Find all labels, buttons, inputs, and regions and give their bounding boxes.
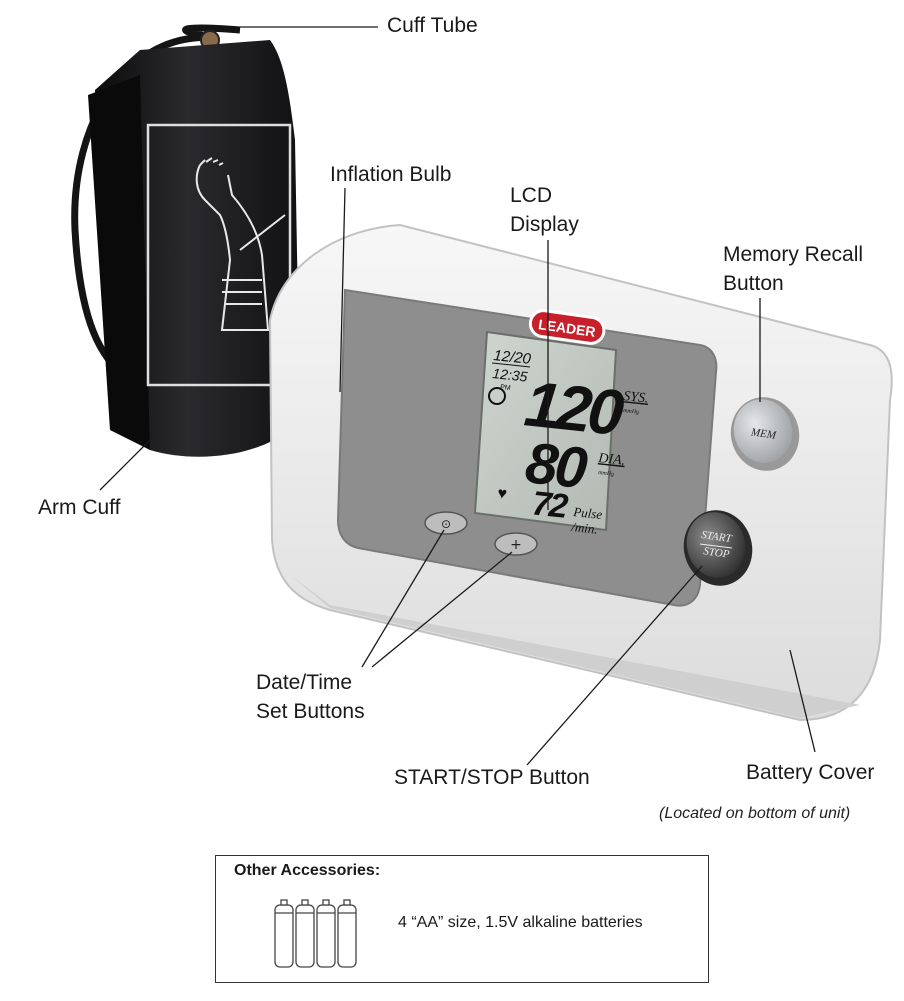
label-date-time-line2: Set Buttons [256, 700, 365, 723]
lcd-date: 12/20 [493, 347, 533, 368]
pulse-label: Pulse [572, 504, 604, 522]
plus-icon: + [510, 537, 522, 553]
plus-set-button[interactable] [494, 532, 538, 556]
leader-logo: LEADER [528, 309, 606, 345]
leader-arm-cuff [99, 439, 151, 491]
leader-battery-cover [789, 649, 816, 753]
battery-location-note: (Located on bottom of unit) [659, 805, 851, 822]
mem-button-label: MEM [749, 426, 777, 442]
leader-inflation-bulb [339, 187, 346, 393]
leader-start-stop [526, 565, 703, 766]
label-lcd-display-line2: Display [510, 213, 579, 236]
clock-set-button[interactable] [424, 511, 468, 535]
aa-battery-icon [337, 899, 357, 968]
pulse-unit: /min. [570, 519, 599, 537]
pm-indicator-icon [488, 387, 506, 405]
label-memory-recall-line1: Memory Recall [723, 243, 864, 266]
label-memory-recall-line2: Button [723, 272, 784, 295]
aa-battery-icon [295, 899, 315, 968]
aa-battery-icon [274, 899, 294, 968]
label-lcd-display-line1: LCD [510, 184, 553, 207]
arm-diagram-icon [195, 157, 286, 331]
cuff-panel [146, 123, 292, 387]
label-cuff-tube: Cuff Tube [387, 14, 478, 37]
label-inflation-bulb: Inflation Bulb [330, 163, 452, 186]
date-time-set-buttons: ⊙ + [424, 511, 538, 556]
battery-icons [274, 899, 357, 968]
label-start-stop-button: START/STOP Button [394, 766, 590, 789]
aa-battery-icon [316, 899, 336, 968]
lcd-time: 12:35 [492, 365, 529, 385]
lcd-systolic: 120 [521, 367, 626, 449]
start-label: START [701, 529, 734, 545]
heart-icon: ♥ [497, 485, 508, 503]
sys-unit: mmHg [623, 408, 640, 416]
label-battery-cover: Battery Cover [746, 761, 875, 784]
lcd-pulse: 72 [530, 484, 570, 526]
lcd-screen [473, 330, 618, 532]
dia-label: DIA. [597, 451, 626, 469]
sys-label: SYS. [623, 389, 650, 407]
other-accessories-box: Other Accessories: 4 “AA” size, 1.5V alk… [215, 855, 709, 983]
leader-date-time-1 [361, 529, 445, 668]
leader-date-time-2 [371, 551, 513, 668]
memory-recall-button[interactable]: MEM [723, 389, 808, 478]
label-date-time-line1: Date/Time [256, 671, 353, 694]
lcd-contents: 12/20 12:35 PM 120 80 ♥ 72 [488, 347, 627, 526]
label-arm-cuff: Arm Cuff [38, 496, 121, 519]
accessories-item: 4 “AA” size, 1.5V alkaline batteries [398, 914, 643, 931]
stop-label: STOP [703, 545, 731, 561]
lcd-diastolic: 80 [523, 430, 591, 501]
clock-icon: ⊙ [441, 517, 451, 531]
lcd-time-suffix: PM [500, 384, 511, 392]
dia-unit: mmHg [598, 470, 615, 478]
brand-text: LEADER [537, 316, 596, 340]
leader-lines [99, 26, 816, 766]
accessories-title: Other Accessories: [234, 862, 381, 879]
